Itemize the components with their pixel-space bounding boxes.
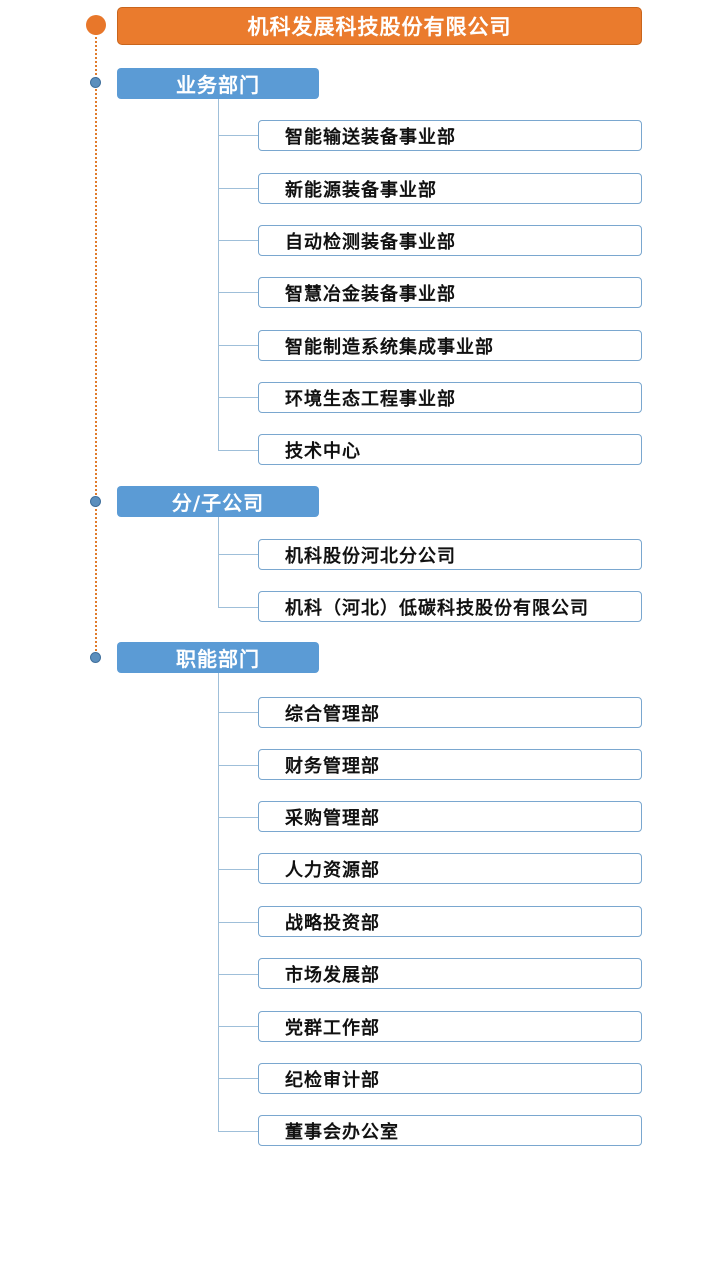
item-connector — [218, 974, 258, 975]
dept-item[interactable]: 综合管理部 — [258, 697, 642, 728]
item-connector — [218, 712, 258, 713]
item-connector — [218, 135, 258, 136]
dept-item[interactable]: 战略投资部 — [258, 906, 642, 937]
dept-item[interactable]: 新能源装备事业部 — [258, 173, 642, 204]
dept-item[interactable]: 市场发展部 — [258, 958, 642, 989]
dept-item[interactable]: 自动检测装备事业部 — [258, 225, 642, 256]
dept-item[interactable]: 技术中心 — [258, 434, 642, 465]
group-title-subsidiaries[interactable]: 分/子公司 — [117, 486, 319, 517]
dept-item[interactable]: 环境生态工程事业部 — [258, 382, 642, 413]
item-connector — [218, 554, 258, 555]
item-connector — [218, 607, 258, 608]
dept-item[interactable]: 党群工作部 — [258, 1011, 642, 1042]
group-node-dot — [90, 496, 101, 507]
group-title-business[interactable]: 业务部门 — [117, 68, 319, 99]
company-node-dot — [86, 15, 106, 35]
item-connector — [218, 1078, 258, 1079]
group-title-functional[interactable]: 职能部门 — [117, 642, 319, 673]
group-node-dot — [90, 652, 101, 663]
item-connector — [218, 869, 258, 870]
dept-item[interactable]: 财务管理部 — [258, 749, 642, 780]
item-connector — [218, 397, 258, 398]
group-node-dot — [90, 77, 101, 88]
item-connector — [218, 450, 258, 451]
item-connector — [218, 922, 258, 923]
item-connector — [218, 188, 258, 189]
subsidiary-item[interactable]: 机科股份河北分公司 — [258, 539, 642, 570]
dept-item[interactable]: 董事会办公室 — [258, 1115, 642, 1146]
item-connector — [218, 240, 258, 241]
company-title-box: 机科发展科技股份有限公司 — [117, 7, 642, 45]
subsidiary-item[interactable]: 机科（河北）低碳科技股份有限公司 — [258, 591, 642, 622]
item-connector — [218, 1026, 258, 1027]
item-connector — [218, 292, 258, 293]
item-connector — [218, 817, 258, 818]
group-connector-line — [218, 673, 219, 1131]
item-connector — [218, 765, 258, 766]
org-spine-line — [95, 26, 97, 658]
dept-item[interactable]: 采购管理部 — [258, 801, 642, 832]
dept-item[interactable]: 人力资源部 — [258, 853, 642, 884]
group-connector-line — [218, 99, 219, 450]
group-connector-line — [218, 517, 219, 608]
item-connector — [218, 1131, 258, 1132]
dept-item[interactable]: 智慧冶金装备事业部 — [258, 277, 642, 308]
item-connector — [218, 345, 258, 346]
dept-item[interactable]: 智能制造系统集成事业部 — [258, 330, 642, 361]
dept-item[interactable]: 纪检审计部 — [258, 1063, 642, 1094]
dept-item[interactable]: 智能输送装备事业部 — [258, 120, 642, 151]
